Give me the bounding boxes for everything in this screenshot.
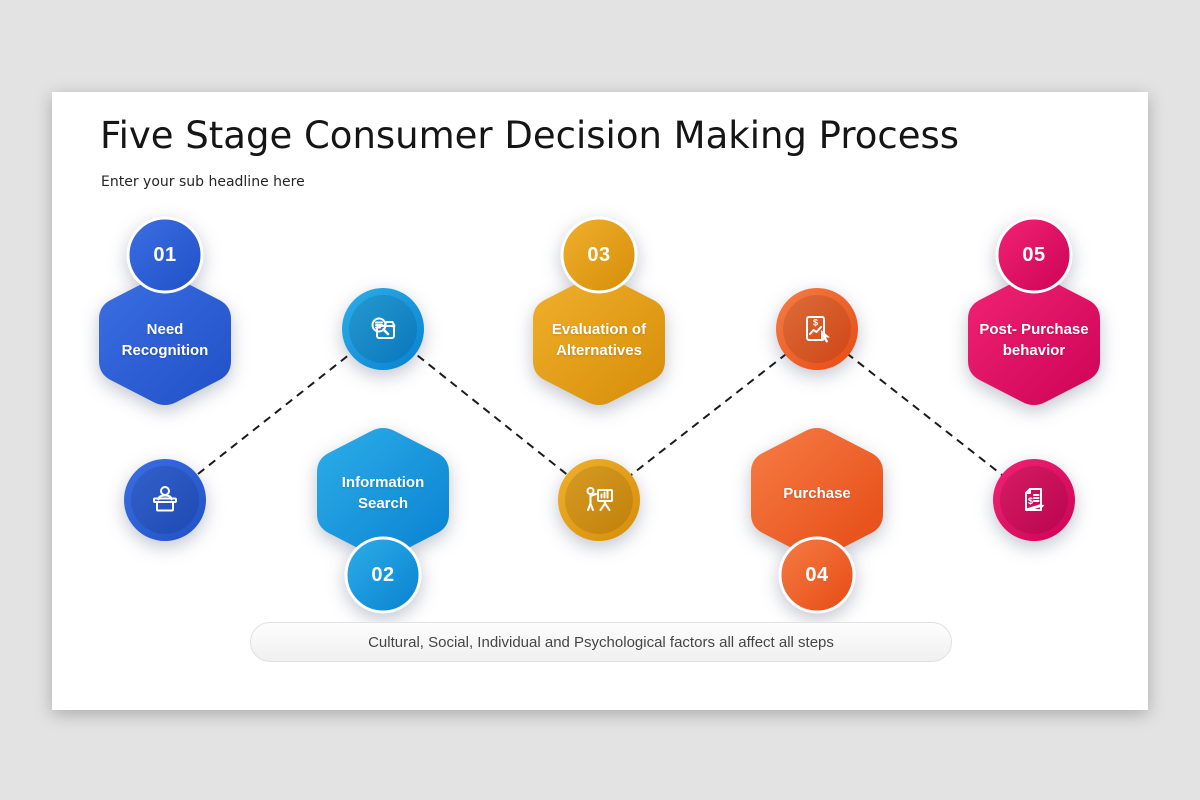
stage-evaluation-of-alternatives: 03 Evaluation of Alternatives — [533, 212, 665, 618]
slide: Five Stage Consumer Decision Making Proc… — [52, 92, 1148, 710]
svg-text:$: $ — [1028, 496, 1033, 506]
icon-circle — [342, 288, 424, 370]
stage-need-recognition: 01 Need Recognition — [99, 212, 231, 618]
number-circle — [560, 216, 638, 294]
number-circle — [995, 216, 1073, 294]
icon-circle: $ — [776, 288, 858, 370]
stage-information-search: 02 Information Search — [317, 212, 449, 618]
person-at-desk-icon — [153, 486, 177, 512]
folder-search-icon — [371, 317, 396, 339]
stage-hexagon — [968, 274, 1100, 405]
stage-number: 04 — [805, 563, 829, 586]
stage-hexagon — [99, 274, 231, 405]
stage-number: 01 — [153, 243, 177, 266]
tablet-purchase-icon: $ — [806, 316, 830, 343]
footer-note-pill: Cultural, Social, Individual and Psychol… — [250, 622, 952, 662]
stage-hexagon — [533, 274, 665, 405]
icon-circle: $ — [993, 459, 1075, 541]
stage-number: 03 — [587, 243, 611, 266]
stage-number: 02 — [371, 563, 395, 586]
presentation-chart-icon — [586, 487, 613, 511]
icon-circle — [124, 459, 206, 541]
number-circle — [344, 536, 422, 614]
stage-purchase: $ 04 Purchase — [751, 212, 883, 618]
stage-post-purchase-behavior: $ 05 Post- Purchase behavior — [968, 212, 1100, 618]
stage-label: Evaluation of Alternatives — [551, 321, 647, 359]
invoice-pen-icon: $ — [1025, 488, 1045, 511]
stage-hexagon — [751, 427, 883, 558]
page-title: Five Stage Consumer Decision Making Proc… — [100, 114, 960, 157]
stage-label: Information Search — [341, 474, 425, 512]
number-circle — [126, 216, 204, 294]
stage-label: Post- Purchase behavior — [979, 321, 1089, 359]
stage-hexagon — [317, 427, 449, 558]
footer-note-text: Cultural, Social, Individual and Psychol… — [368, 633, 834, 651]
stage-label: Need Recognition — [121, 321, 209, 359]
number-circle — [778, 536, 856, 614]
svg-text:$: $ — [813, 318, 818, 328]
icon-circle — [558, 459, 640, 541]
stage-label: Purchase — [783, 484, 851, 502]
page-subtitle: Enter your sub headline here — [101, 174, 305, 190]
stage-number: 05 — [1022, 243, 1046, 266]
